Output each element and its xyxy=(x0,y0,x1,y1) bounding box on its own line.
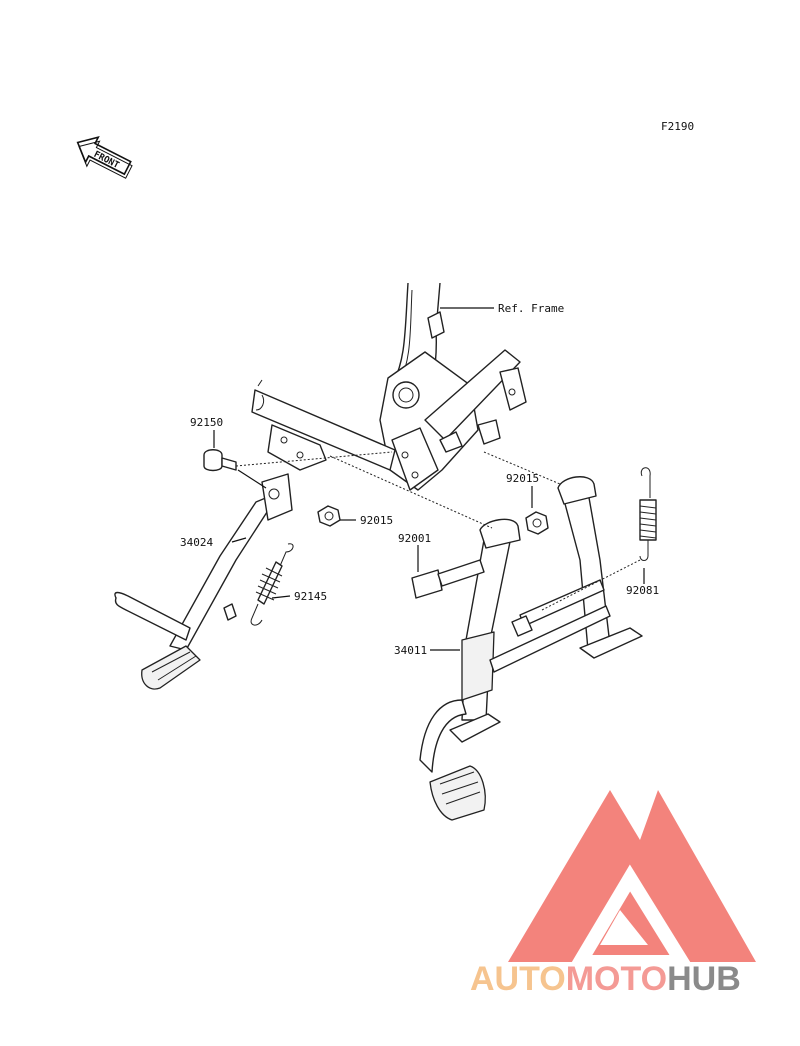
bolt-92150-drawing xyxy=(203,449,237,472)
callout-34011: 34011 xyxy=(394,644,427,657)
ref-frame-label: Ref. Frame xyxy=(498,302,564,315)
spring-92081-drawing xyxy=(639,467,657,561)
callout-92145: 92145 xyxy=(294,590,327,603)
bolt-92001-drawing xyxy=(411,559,485,599)
side-stand-drawing xyxy=(114,473,293,690)
callout-92015-right: 92015 xyxy=(506,472,539,485)
front-arrow-icon: FRONT xyxy=(76,136,133,179)
callout-92001: 92001 xyxy=(398,532,431,545)
main-stand-drawing xyxy=(419,476,643,821)
watermark-logo-icon xyxy=(508,790,756,969)
callout-34024: 34024 xyxy=(180,536,213,549)
callout-92150: 92150 xyxy=(190,416,223,429)
watermark-wordmark: AUTOMOTOHUB xyxy=(470,960,800,1000)
callout-92081: 92081 xyxy=(626,584,659,597)
nut-92015-right-drawing xyxy=(525,511,549,535)
wordmark-moto: MOTO xyxy=(565,960,668,998)
drawing-code: F2190 xyxy=(661,120,694,133)
callout-92015-left: 92015 xyxy=(360,514,393,527)
nut-92015-left-drawing xyxy=(317,505,341,527)
spring-92145-drawing xyxy=(250,543,294,626)
wordmark-auto: AUTO xyxy=(470,960,566,998)
wordmark-hub: HUB xyxy=(667,960,741,998)
leader-lines xyxy=(213,430,645,651)
frame-drawing xyxy=(251,282,527,491)
